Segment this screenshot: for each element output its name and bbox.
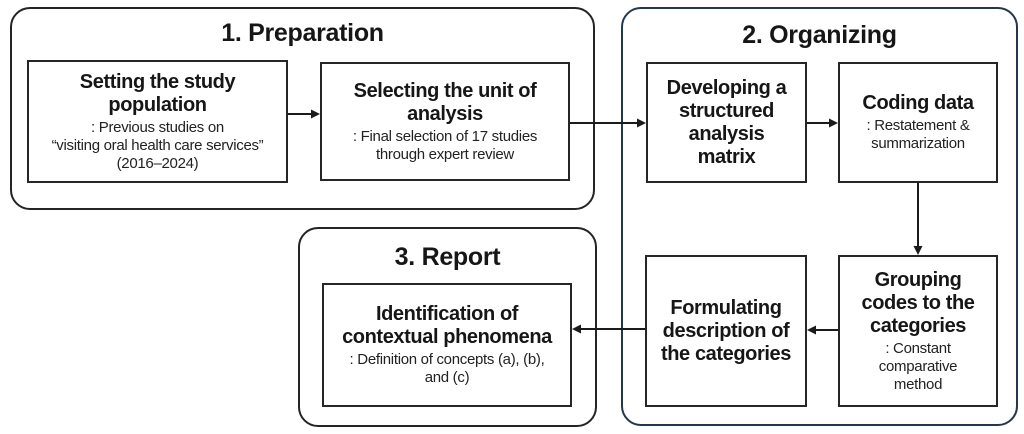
step-formulating-description: Formulating description of the categorie…: [645, 255, 807, 407]
step-subtitle: : Restatement & summarization: [866, 117, 970, 152]
step-title: Identification of contextual phenomena: [342, 303, 552, 348]
step-subtitle: : Definition of concepts (a), (b), and (…: [349, 351, 545, 386]
step-subtitle: : Final selection of 17 studies through …: [352, 127, 538, 163]
step-coding-data: Coding data : Restatement & summarizatio…: [838, 62, 998, 183]
step-identification-contextual-phenomena: Identification of contextual phenomena :…: [322, 283, 572, 407]
group-title-preparation: 1. Preparation: [221, 19, 384, 47]
step-title: Grouping codes to the categories: [861, 268, 975, 337]
step-title: Setting the study population: [79, 70, 236, 116]
group-report: [298, 227, 597, 427]
step-title: Coding data: [862, 92, 974, 114]
step-grouping-codes: Grouping codes to the categories : Const…: [838, 255, 998, 407]
step-subtitle: : Previous studies on “visiting oral hea…: [51, 118, 264, 172]
step-setting-study-population: Setting the study population : Previous …: [27, 60, 288, 183]
step-title: Formulating description of the categorie…: [660, 296, 791, 365]
step-selecting-unit-of-analysis: Selecting the unit of analysis : Final s…: [320, 62, 570, 181]
group-title-organizing: 2. Organizing: [742, 21, 897, 49]
step-subtitle: : Constant comparative method: [878, 339, 958, 393]
step-developing-analysis-matrix: Developing a structured analysis matrix: [646, 62, 807, 183]
group-organizing: [621, 7, 1018, 426]
group-title-report: 3. Report: [394, 243, 501, 271]
step-title: Developing a structured analysis matrix: [666, 76, 787, 168]
step-title: Selecting the unit of analysis: [353, 79, 537, 125]
group-preparation: [10, 7, 595, 210]
